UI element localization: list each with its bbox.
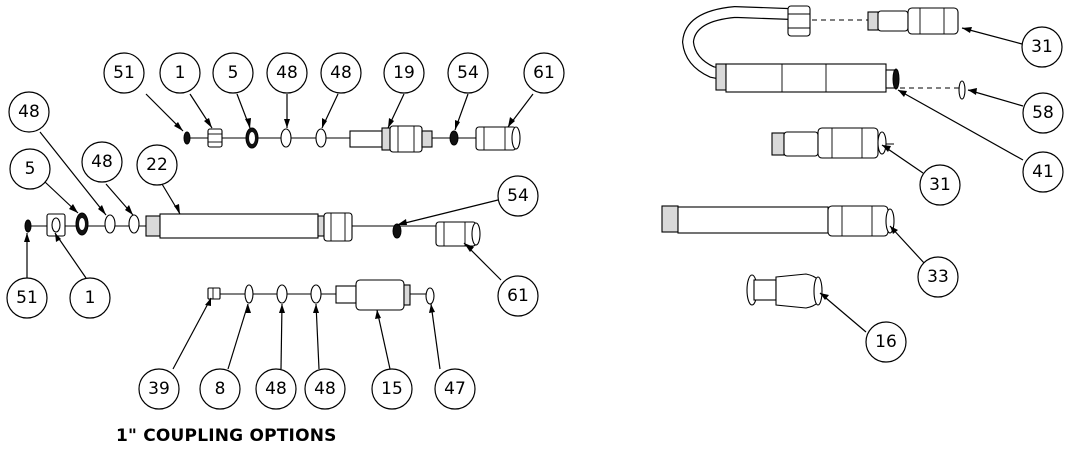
callout-balloon: 41 — [1022, 151, 1064, 193]
callout-balloon: 33 — [917, 256, 959, 298]
callout-balloon: 31 — [919, 164, 961, 206]
fitting-33 — [661, 205, 895, 237]
svg-text:1: 1 — [175, 63, 186, 83]
callout-balloon: 16 — [865, 321, 907, 363]
svg-text:22: 22 — [146, 155, 168, 175]
svg-text:39: 39 — [148, 379, 170, 399]
callout-balloon: 58 — [1022, 92, 1064, 134]
svg-text:51: 51 — [113, 63, 135, 83]
fitting-16 — [746, 273, 823, 309]
fitting-31-lower — [771, 127, 894, 159]
callout-balloon: 54 — [447, 52, 489, 94]
svg-text:31: 31 — [1031, 37, 1053, 57]
svg-text:48: 48 — [91, 152, 113, 172]
callout-balloon: 48 — [320, 52, 362, 94]
callout-balloon: 54 — [497, 175, 539, 217]
callout-balloon: 48 — [8, 91, 50, 133]
bottom-row-assembly — [207, 279, 435, 311]
svg-text:54: 54 — [457, 63, 479, 83]
arrow-heads — [24, 27, 977, 319]
svg-text:48: 48 — [18, 102, 40, 122]
callout-balloon: 19 — [383, 52, 425, 94]
callout-balloon: 8 — [199, 368, 241, 410]
callout-balloon: 1 — [69, 277, 111, 319]
svg-text:48: 48 — [314, 379, 336, 399]
callout-balloon: 15 — [371, 368, 413, 410]
callout-balloon: 1 — [159, 52, 201, 94]
callout-balloon: 31 — [1021, 26, 1063, 68]
svg-text:1: 1 — [85, 288, 96, 308]
callout-balloon: 5 — [9, 148, 51, 190]
callout-balloon: 47 — [434, 368, 476, 410]
svg-text:8: 8 — [215, 379, 226, 399]
svg-text:5: 5 — [25, 159, 36, 179]
svg-text:15: 15 — [381, 379, 403, 399]
svg-text:41: 41 — [1032, 162, 1054, 182]
callout-balloon: 51 — [6, 277, 48, 319]
callout-balloon: 61 — [497, 275, 539, 317]
callout-balloon: 5 — [212, 52, 254, 94]
callout-balloon: 22 — [136, 144, 178, 186]
svg-text:33: 33 — [927, 267, 949, 287]
svg-text:47: 47 — [444, 379, 466, 399]
callout-balloon: 48 — [304, 368, 346, 410]
svg-text:61: 61 — [507, 286, 529, 306]
middle-row-assembly — [24, 212, 481, 247]
svg-text:58: 58 — [1032, 103, 1054, 123]
svg-text:19: 19 — [393, 63, 415, 83]
callout-balloon: 48 — [81, 141, 123, 183]
svg-text:48: 48 — [276, 63, 298, 83]
callout-balloon: 48 — [255, 368, 297, 410]
hose-assembly — [681, 5, 966, 100]
diagram-caption: 1" COUPLING OPTIONS — [116, 426, 337, 446]
svg-text:31: 31 — [929, 175, 951, 195]
callout-balloon: 51 — [103, 52, 145, 94]
callout-balloons: 51 1 5 48 48 19 54 61 48 5 48 22 51 1 54… — [6, 26, 1064, 410]
callout-balloon: 39 — [138, 368, 180, 410]
callout-balloon: 61 — [523, 52, 565, 94]
callout-balloon: 48 — [266, 52, 308, 94]
svg-text:51: 51 — [16, 288, 38, 308]
top-row-assembly — [183, 125, 521, 153]
svg-text:48: 48 — [330, 63, 352, 83]
svg-text:48: 48 — [265, 379, 287, 399]
svg-text:61: 61 — [533, 63, 555, 83]
svg-text:54: 54 — [507, 186, 529, 206]
svg-text:5: 5 — [228, 63, 239, 83]
svg-text:16: 16 — [875, 332, 897, 352]
